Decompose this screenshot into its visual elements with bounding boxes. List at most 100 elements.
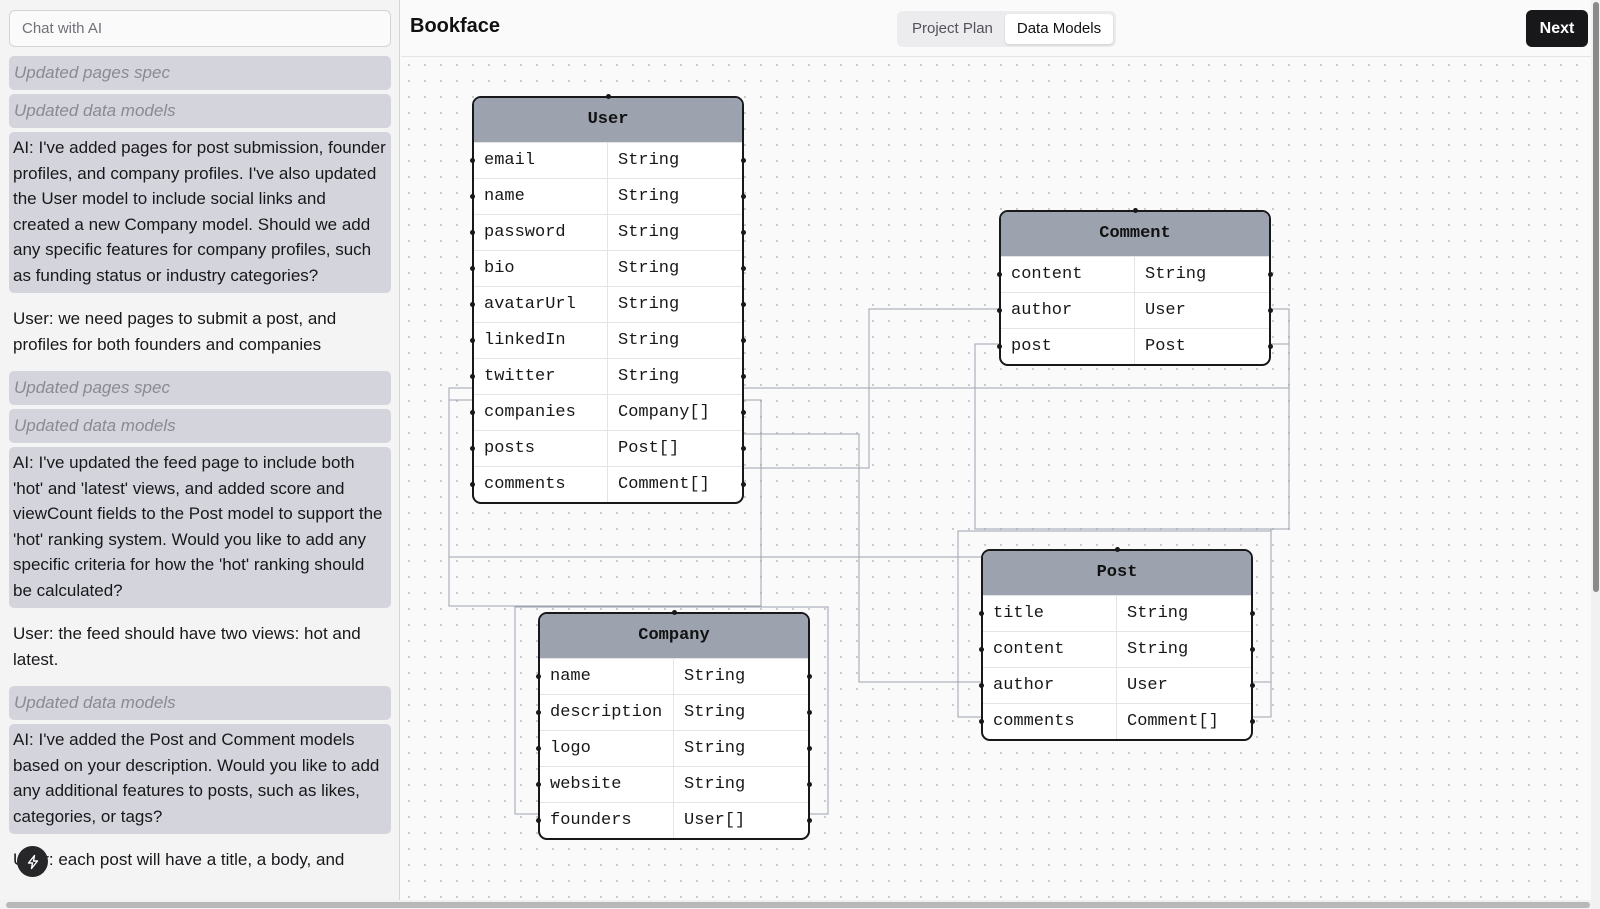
connection-handle[interactable] bbox=[536, 674, 541, 679]
connection-handle[interactable] bbox=[741, 482, 746, 487]
connection-handle[interactable] bbox=[807, 674, 812, 679]
vertical-scrollbar[interactable] bbox=[1591, 0, 1600, 900]
scrollbar-thumb[interactable] bbox=[6, 902, 1590, 908]
connection-handle[interactable] bbox=[470, 230, 475, 235]
connection-handle[interactable] bbox=[997, 344, 1002, 349]
bolt-button[interactable] bbox=[17, 846, 48, 877]
connection-handle[interactable] bbox=[1268, 344, 1273, 349]
connection-handle[interactable] bbox=[470, 338, 475, 343]
connection-handle[interactable] bbox=[997, 308, 1002, 313]
field-type: String bbox=[618, 259, 680, 278]
connection-handle[interactable] bbox=[741, 266, 746, 271]
connection-handle[interactable] bbox=[606, 94, 611, 99]
field-name: name bbox=[474, 179, 608, 214]
next-button[interactable]: Next bbox=[1526, 10, 1588, 47]
connection-handle[interactable] bbox=[807, 710, 812, 715]
connection-handle[interactable] bbox=[979, 683, 984, 688]
bolt-icon bbox=[27, 854, 38, 869]
connection-handle[interactable] bbox=[741, 230, 746, 235]
connection-handle[interactable] bbox=[1250, 647, 1255, 652]
connection-handle[interactable] bbox=[807, 746, 812, 751]
connection-handle[interactable] bbox=[470, 446, 475, 451]
connection-handle[interactable] bbox=[470, 482, 475, 487]
connection-handle[interactable] bbox=[536, 710, 541, 715]
field-type: User bbox=[1145, 301, 1186, 320]
connection-handle[interactable] bbox=[536, 782, 541, 787]
connection-handle[interactable] bbox=[470, 302, 475, 307]
entity-header: Post bbox=[983, 551, 1251, 595]
connection-handle[interactable] bbox=[979, 611, 984, 616]
connection-handle[interactable] bbox=[1268, 272, 1273, 277]
connection-handle[interactable] bbox=[1115, 547, 1120, 552]
connection-handle[interactable] bbox=[470, 158, 475, 163]
horizontal-scrollbar[interactable] bbox=[0, 900, 1600, 909]
connection-handle[interactable] bbox=[470, 410, 475, 415]
connection-handle[interactable] bbox=[470, 374, 475, 379]
connection-handle[interactable] bbox=[741, 158, 746, 163]
field-type: Post bbox=[1145, 337, 1186, 356]
user-message: User: we need pages to submit a post, an… bbox=[13, 309, 337, 354]
field-name: logo bbox=[540, 731, 674, 766]
connection-handle[interactable] bbox=[979, 719, 984, 724]
connection-handle[interactable] bbox=[979, 647, 984, 652]
field-name: avatarUrl bbox=[474, 287, 608, 322]
field-type: String bbox=[618, 151, 680, 170]
connection-handle[interactable] bbox=[1250, 611, 1255, 616]
connection-handle[interactable] bbox=[741, 302, 746, 307]
entity-header: Comment bbox=[1001, 212, 1269, 256]
connection-handle[interactable] bbox=[1250, 719, 1255, 724]
tab-project-plan[interactable]: Project Plan bbox=[912, 20, 993, 37]
connection-handle[interactable] bbox=[536, 818, 541, 823]
tab-data-models[interactable]: Data Models bbox=[1004, 14, 1114, 44]
connection-handle[interactable] bbox=[807, 782, 812, 787]
connection-handle[interactable] bbox=[470, 194, 475, 199]
connection-handle[interactable] bbox=[741, 194, 746, 199]
field-row[interactable]: logo String bbox=[536, 730, 812, 766]
connection-handle[interactable] bbox=[997, 272, 1002, 277]
ai-message: AI: I've added the Post and Comment mode… bbox=[9, 724, 391, 834]
connection-handle[interactable] bbox=[1133, 208, 1138, 213]
connection-handle[interactable] bbox=[1268, 308, 1273, 313]
connection-handle[interactable] bbox=[741, 446, 746, 451]
connection-handle[interactable] bbox=[1250, 683, 1255, 688]
field-name: founders bbox=[540, 803, 674, 838]
scrollbar-thumb[interactable] bbox=[1593, 2, 1599, 592]
connection-handle[interactable] bbox=[741, 374, 746, 379]
connection-handle[interactable] bbox=[807, 818, 812, 823]
chat-input[interactable] bbox=[9, 10, 391, 47]
connection-handle[interactable] bbox=[470, 266, 475, 271]
connection-handle[interactable] bbox=[672, 610, 677, 615]
connection-handle[interactable] bbox=[741, 338, 746, 343]
field-name: description bbox=[540, 695, 674, 730]
connection-handle[interactable] bbox=[536, 746, 541, 751]
field-type: String bbox=[684, 739, 746, 758]
connection-handle[interactable] bbox=[741, 410, 746, 415]
